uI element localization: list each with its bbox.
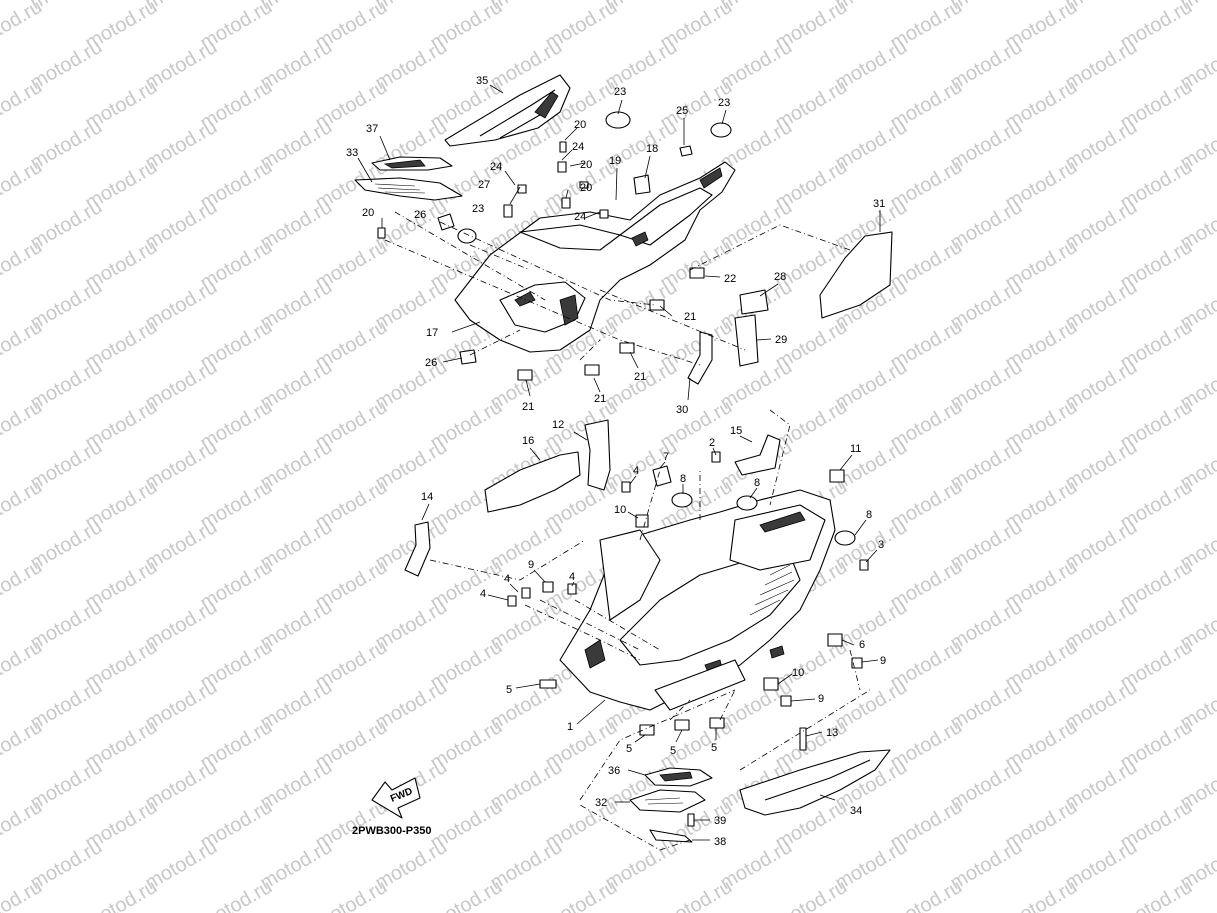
callout-6[interactable]: 6	[859, 639, 865, 651]
callout-3[interactable]: 3	[878, 539, 884, 551]
part-33-grille-panel[interactable]	[354, 177, 463, 201]
callout-38[interactable]: 38	[714, 836, 726, 848]
callout-9-b[interactable]: 9	[880, 655, 886, 667]
callout-27[interactable]: 27	[478, 179, 490, 191]
callout-28[interactable]: 28	[774, 271, 786, 283]
part-1-floor-board[interactable]	[559, 489, 836, 711]
callout-33[interactable]: 33	[346, 147, 358, 159]
callout-13[interactable]: 13	[826, 727, 838, 739]
part-15-pad[interactable]	[734, 434, 781, 476]
callout-23-b[interactable]: 23	[614, 86, 626, 98]
callout-5-a[interactable]: 5	[506, 684, 512, 696]
callout-21-b[interactable]: 21	[522, 401, 534, 413]
part-17-front-cover[interactable]	[454, 161, 736, 353]
callout-16[interactable]: 16	[522, 435, 534, 447]
callout-8-b[interactable]: 8	[754, 477, 760, 489]
callout-1[interactable]: 1	[567, 721, 573, 733]
callout-37[interactable]: 37	[366, 123, 378, 135]
callout-17[interactable]: 17	[426, 327, 438, 339]
callout-23-a[interactable]: 23	[472, 203, 484, 215]
part-32-grille-panel[interactable]	[629, 789, 706, 813]
callout-36[interactable]: 36	[608, 765, 620, 777]
callout-30[interactable]: 30	[676, 404, 688, 416]
callout-14[interactable]: 14	[421, 491, 433, 503]
callout-leaders	[357, 84, 881, 841]
callout-21-c[interactable]: 21	[594, 393, 606, 405]
callout-labels: 35 37 33 20 24 20 24 20 27 20 23 26 24 1…	[346, 75, 886, 848]
callout-20-a[interactable]: 20	[574, 119, 586, 131]
part-12-bracket[interactable]	[584, 419, 611, 491]
part-35-side-cover[interactable]	[444, 74, 571, 147]
part-31-side-panel[interactable]	[819, 231, 893, 319]
callout-34[interactable]: 34	[850, 805, 862, 817]
callout-20-c[interactable]: 20	[580, 182, 592, 194]
callout-29[interactable]: 29	[775, 334, 787, 346]
callout-24-b[interactable]: 24	[490, 161, 502, 173]
part-16-strip[interactable]	[484, 451, 581, 513]
part-29-pad[interactable]	[734, 314, 759, 367]
callout-26-b[interactable]: 26	[425, 357, 437, 369]
lower-fasteners	[507, 451, 869, 827]
callout-18[interactable]: 18	[646, 143, 658, 155]
part-14-trim[interactable]	[404, 521, 431, 577]
callout-10-a[interactable]: 10	[614, 504, 626, 516]
callout-11[interactable]: 11	[850, 443, 861, 455]
callout-20-d[interactable]: 20	[362, 207, 374, 219]
fwd-arrow-icon: FWD	[371, 777, 421, 819]
callout-24-c[interactable]: 24	[574, 211, 586, 223]
lower-guide-lines	[429, 409, 871, 851]
callout-4-d[interactable]: 4	[480, 588, 486, 600]
callout-4-c[interactable]: 4	[569, 571, 575, 583]
callout-7[interactable]: 7	[663, 451, 669, 463]
upper-fasteners	[377, 111, 732, 381]
callout-5-b[interactable]: 5	[626, 743, 632, 755]
callout-20-b[interactable]: 20	[580, 159, 592, 171]
callout-21-a[interactable]: 21	[684, 311, 696, 323]
part-34-side-cover[interactable]	[739, 749, 891, 816]
callout-4-a[interactable]: 4	[633, 465, 639, 477]
callout-5-d[interactable]: 5	[711, 742, 717, 754]
callout-39[interactable]: 39	[714, 815, 726, 827]
callout-19[interactable]: 19	[609, 155, 621, 167]
drawing-code: 2PWB300-P350	[352, 825, 432, 837]
callout-31[interactable]: 31	[873, 198, 885, 210]
callout-8-a[interactable]: 8	[680, 473, 686, 485]
callout-10-b[interactable]: 10	[792, 667, 804, 679]
part-30-trim[interactable]	[687, 331, 713, 385]
callout-4-b[interactable]: 4	[504, 573, 510, 585]
callout-26-a[interactable]: 26	[414, 209, 426, 221]
callout-8-c[interactable]: 8	[866, 509, 872, 521]
callout-9-a[interactable]: 9	[528, 559, 534, 571]
callout-24-a[interactable]: 24	[572, 141, 584, 153]
part-37-grille[interactable]	[371, 156, 453, 171]
callout-21-d[interactable]: 21	[634, 371, 646, 383]
callout-22[interactable]: 22	[724, 273, 736, 285]
callout-25[interactable]: 25	[676, 105, 688, 117]
callout-35[interactable]: 35	[476, 75, 488, 87]
part-38-trim[interactable]	[649, 829, 693, 843]
callout-2[interactable]: 2	[709, 437, 715, 449]
callout-15[interactable]: 15	[730, 425, 742, 437]
callout-23-c[interactable]: 23	[718, 97, 730, 109]
callout-12[interactable]: 12	[552, 419, 564, 431]
callout-9-c[interactable]: 9	[818, 693, 824, 705]
part-36-grille[interactable]	[644, 767, 713, 787]
upper-guide-lines	[384, 211, 851, 366]
part-28-pad[interactable]	[739, 289, 769, 315]
callout-32[interactable]: 32	[595, 797, 607, 809]
callout-5-c[interactable]: 5	[670, 745, 676, 757]
